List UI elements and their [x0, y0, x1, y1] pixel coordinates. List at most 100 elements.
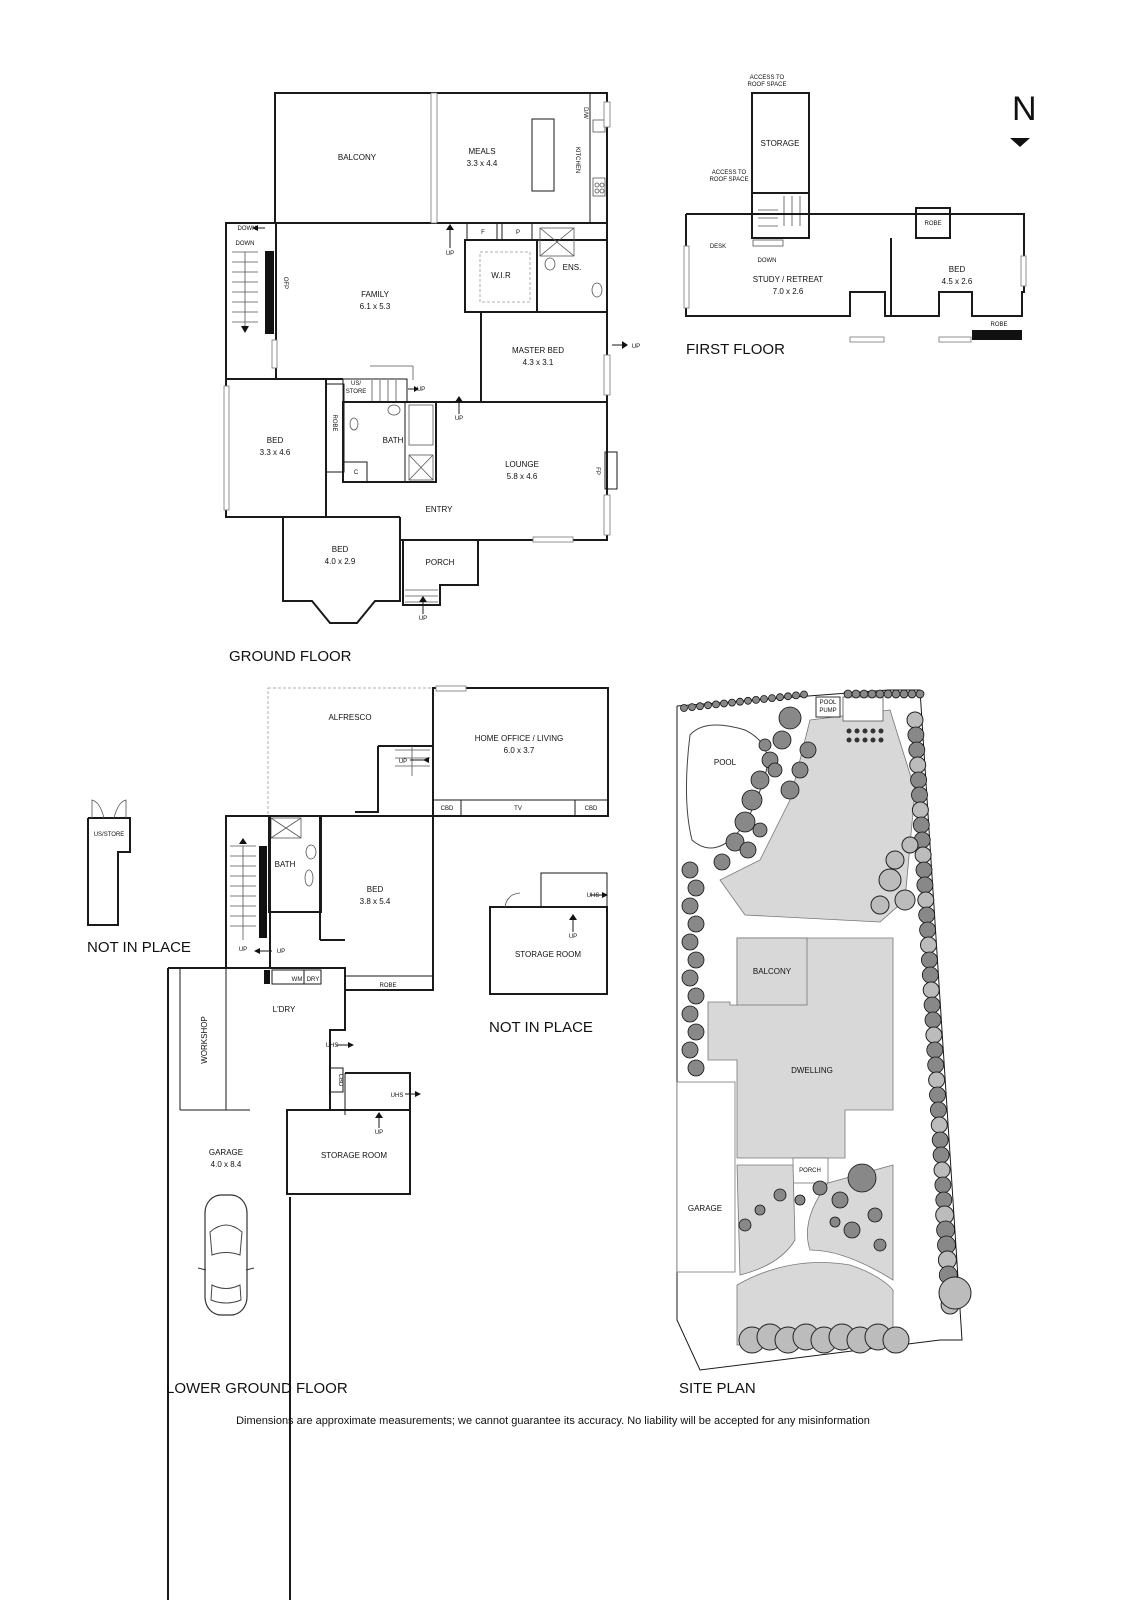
room-master-bed: MASTER BED: [512, 346, 564, 355]
label-up-lower-2: UP: [239, 947, 247, 953]
label-robe: ROBE: [331, 414, 337, 431]
tree-icon: [932, 1146, 950, 1164]
label-dw: D/W: [582, 107, 588, 119]
lower-ground-title: LOWER GROUND FLOOR: [166, 1380, 348, 1397]
tree-icon: [924, 1011, 942, 1029]
disclaimer-text: Dimensions are approximate measurements;…: [236, 1415, 870, 1427]
label-up-3: UP: [455, 416, 463, 422]
room-lounge: LOUNGE: [505, 460, 539, 469]
tree-icon: [919, 921, 936, 939]
room-bed-first-dim: 4.5 x 2.6: [942, 277, 973, 286]
label-access-roof-2a: ACCESS TO: [712, 170, 747, 176]
tree-icon: [681, 861, 699, 879]
room-ensuite: ENS.: [563, 263, 582, 272]
tree-icon: [744, 696, 752, 705]
tree-icon: [878, 868, 902, 892]
room-meals-dim: 3.3 x 4.4: [467, 159, 498, 168]
tree-icon: [687, 1059, 705, 1077]
label-uhs-2: UHS: [391, 1093, 404, 1099]
label-pantry: P: [516, 230, 520, 236]
tree-icon: [907, 689, 917, 699]
label-cbd-3: CBD: [337, 1074, 343, 1087]
not-in-place-storage: UHS UP STORAGE ROOM NOT IN PLACE: [489, 872, 608, 1036]
site-dwelling: DWELLING: [791, 1066, 833, 1075]
tree-icon: [870, 895, 890, 915]
tree-icon: [696, 702, 704, 711]
tree-icon: [784, 692, 792, 701]
tree-icon: [728, 698, 736, 707]
site-porch: PORCH: [799, 1168, 821, 1174]
tree-icon: [688, 703, 696, 711]
label-up-4: UP: [632, 344, 640, 350]
site-garage: GARAGE: [688, 1204, 722, 1213]
tree-icon: [926, 1041, 944, 1059]
label-up: UP: [446, 251, 454, 257]
tree-icon: [681, 969, 699, 987]
tree-icon: [921, 951, 938, 969]
tree-icon: [791, 761, 809, 779]
site-balcony: BALCONY: [753, 967, 792, 976]
room-us-store-line2: STORE: [346, 389, 367, 395]
tree-icon: [687, 951, 705, 969]
tree-icon: [883, 689, 893, 699]
site-pool: POOL: [714, 758, 737, 767]
label-robe-first-2: ROBE: [990, 322, 1007, 328]
label-cbd-2: CBD: [585, 806, 598, 812]
room-bed-1-dim: 3.3 x 4.6: [260, 448, 291, 457]
ground-floor-plan: [223, 92, 628, 624]
label-fridge: F: [481, 230, 485, 236]
tree-icon: [882, 1326, 910, 1354]
tree-icon: [768, 694, 776, 702]
room-bed-2: BED: [332, 545, 349, 554]
tree-icon: [794, 1194, 806, 1206]
tree-icon: [912, 816, 930, 834]
tree-icon: [851, 689, 861, 699]
tree-icon: [915, 861, 933, 879]
room-entry: ENTRY: [426, 505, 454, 514]
label-cbd-1: CBD: [441, 806, 454, 812]
tree-icon: [773, 1188, 787, 1202]
room-balcony: BALCONY: [338, 153, 377, 162]
tree-icon: [915, 689, 925, 699]
room-home-office-dim: 6.0 x 3.7: [504, 746, 535, 755]
room-laundry: L'DRY: [273, 1005, 296, 1014]
tree-icon: [681, 897, 699, 915]
tree-icon: [736, 697, 744, 706]
tree-icon: [933, 1161, 951, 1179]
room-wir: W.I.R: [491, 271, 511, 280]
tree-icon: [687, 879, 705, 897]
lower-ground-floor-plan: [167, 685, 609, 1600]
tree-icon: [754, 1204, 766, 1216]
room-home-office: HOME OFFICE / LIVING: [475, 734, 563, 743]
room-garage: GARAGE: [209, 1148, 243, 1157]
first-floor-title: FIRST FLOOR: [686, 341, 785, 358]
tree-icon: [687, 987, 705, 1005]
tree-icon: [760, 695, 768, 703]
tree-icon: [923, 996, 941, 1014]
label-tv: TV: [514, 806, 522, 812]
label-up-5: UP: [419, 616, 427, 622]
room-bath: BATH: [383, 436, 404, 445]
tree-icon: [925, 1026, 943, 1044]
tree-icon: [911, 786, 928, 804]
tree-icon: [750, 770, 770, 790]
tree-icon: [906, 711, 924, 729]
label-down: DOWN: [236, 241, 255, 247]
tree-icon: [894, 889, 916, 911]
room-us-store-nip: US/STORE: [94, 832, 125, 838]
label-dry: DRY: [307, 977, 320, 983]
not-in-place-title-2: NOT IN PLACE: [489, 1019, 593, 1036]
tree-icon: [908, 741, 926, 759]
lower-ground-labels: ALFRESCO HOME OFFICE / LIVING 6.0 x 3.7 …: [166, 713, 598, 1397]
label-down-2: DOWN: [238, 226, 257, 232]
room-master-bed-dim: 4.3 x 3.1: [523, 358, 554, 367]
tree-icon: [909, 756, 927, 774]
tree-icon: [843, 1221, 861, 1239]
not-in-place-title-1: NOT IN PLACE: [87, 939, 191, 956]
tree-icon: [843, 689, 853, 699]
label-up-nip: UP: [569, 934, 577, 940]
tree-icon: [680, 704, 688, 712]
site-pool-pump-line1: POOL: [820, 700, 837, 706]
tree-icon: [899, 689, 909, 699]
